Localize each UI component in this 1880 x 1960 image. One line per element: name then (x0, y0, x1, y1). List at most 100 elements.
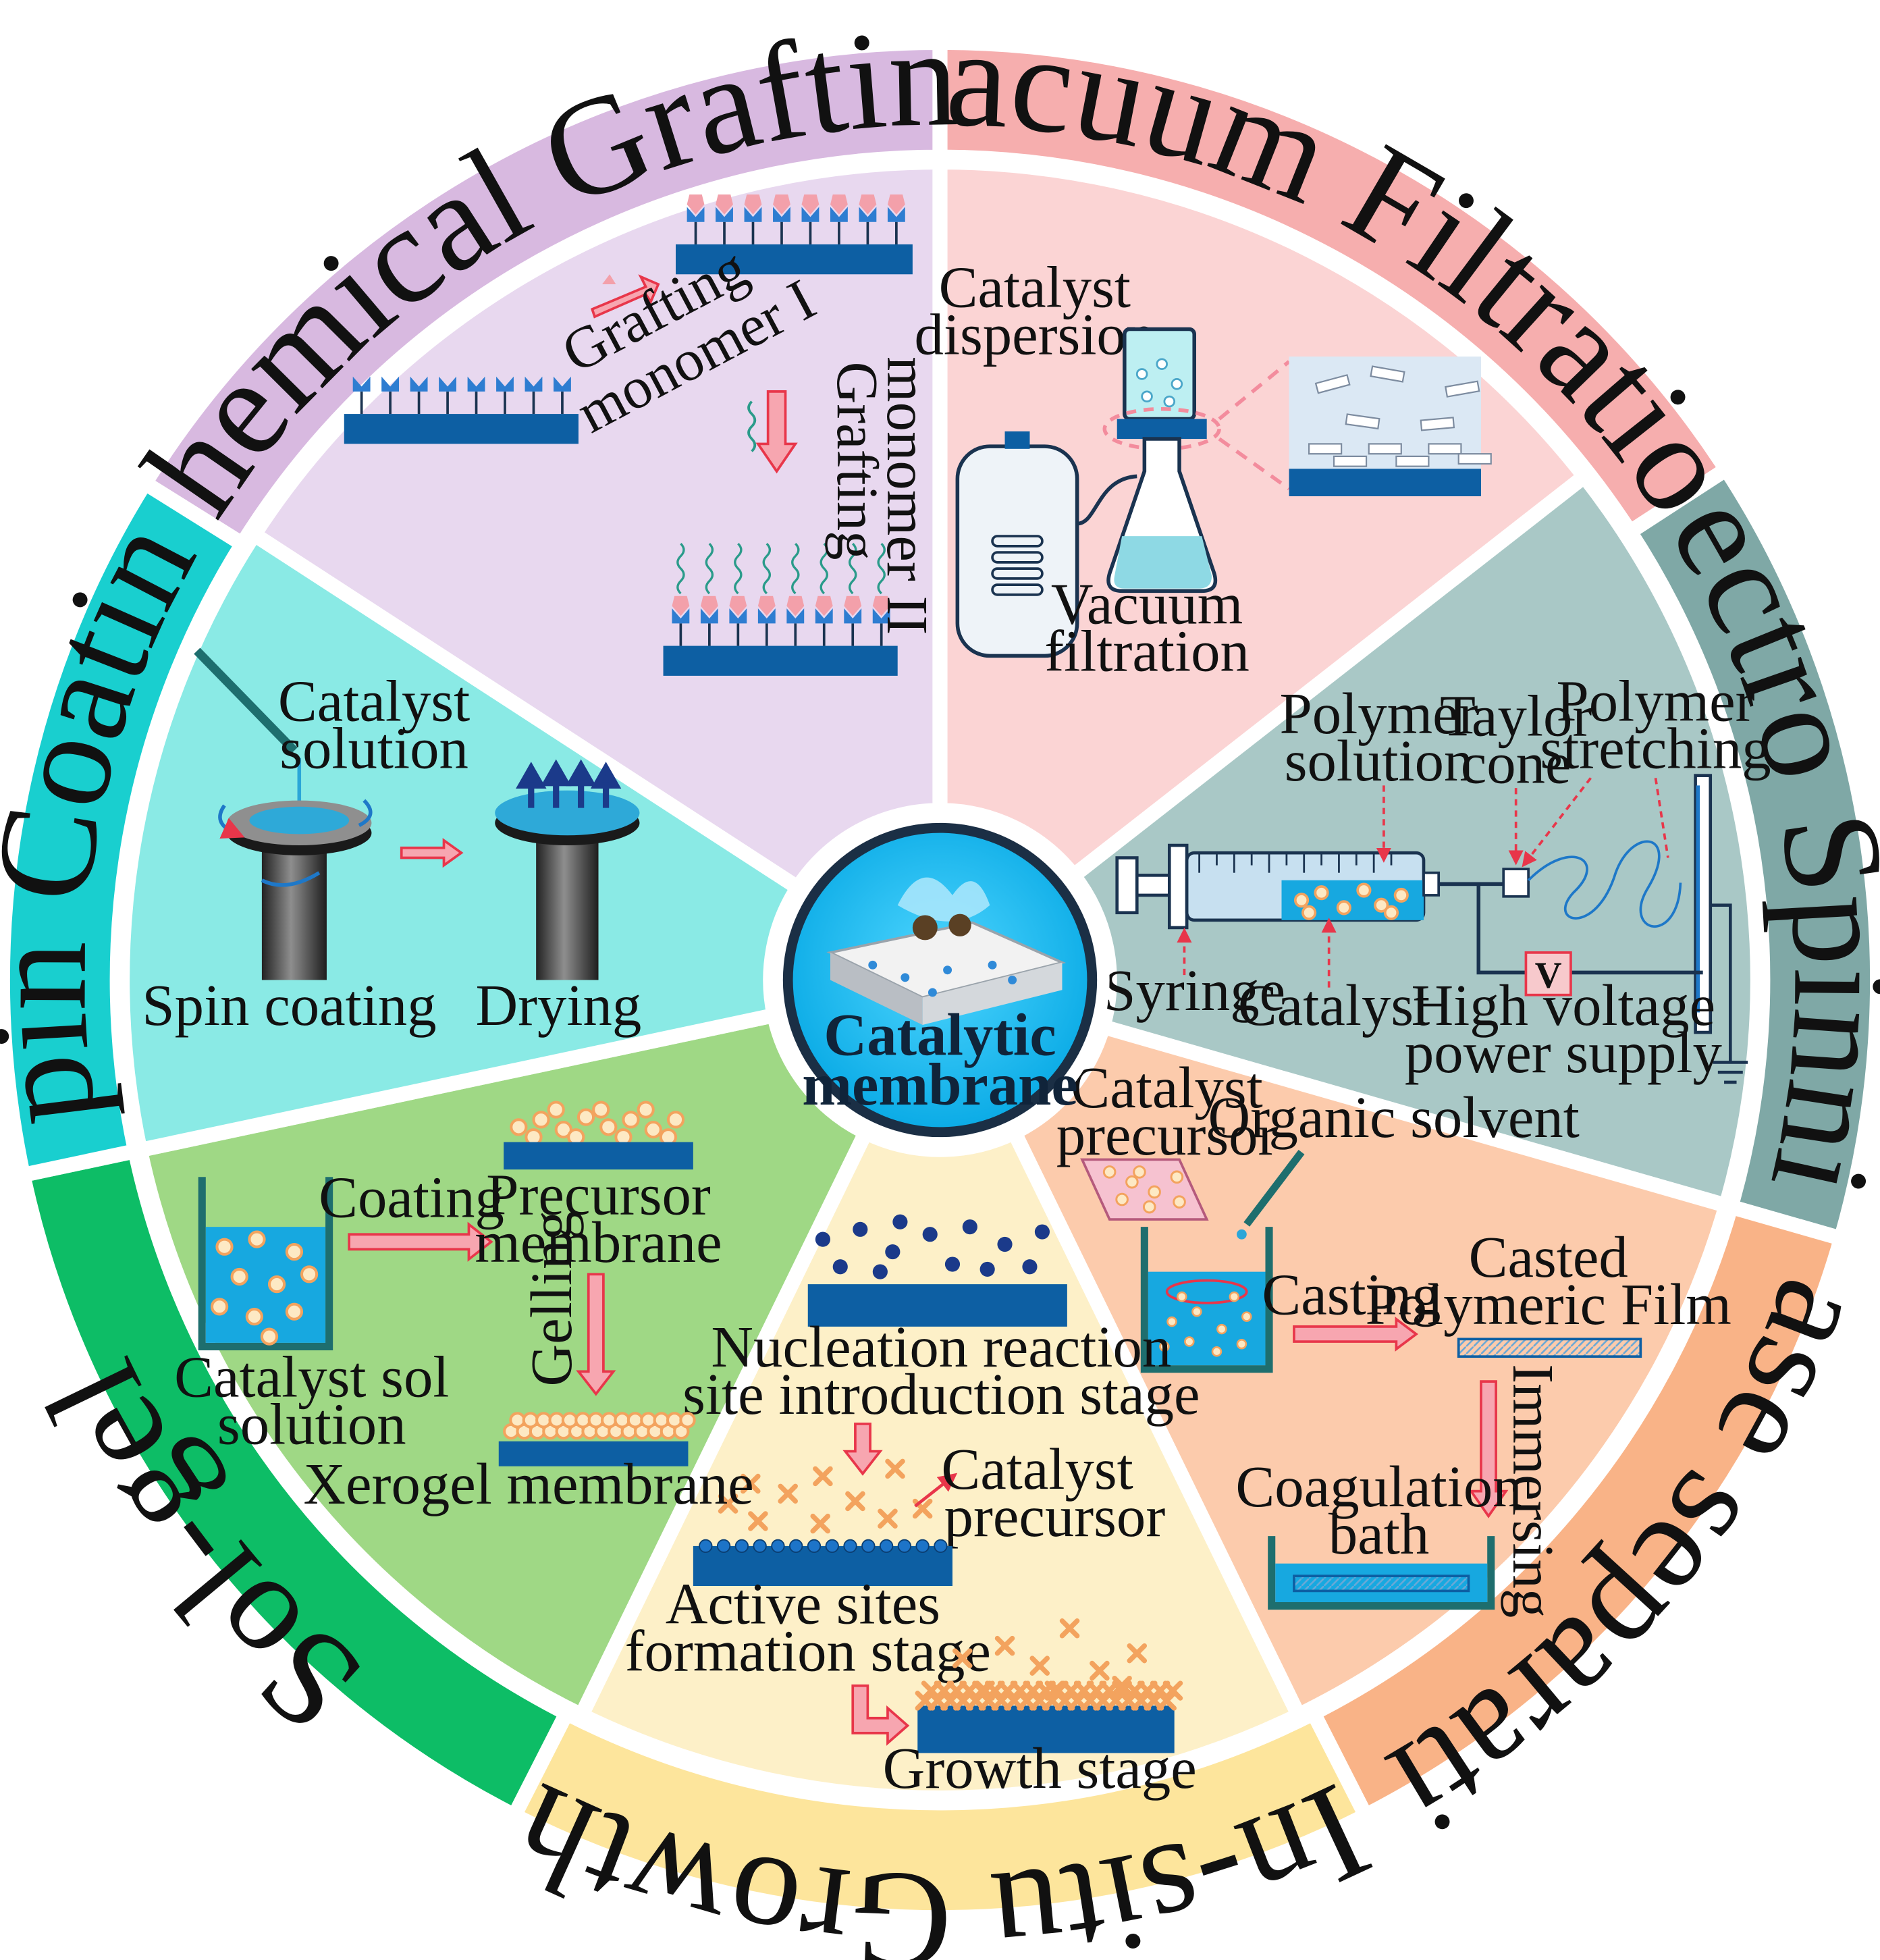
label-process-a: Vacuum (1051, 571, 1243, 636)
receptor-icon (410, 376, 428, 392)
sol-beaker-icon (198, 1177, 333, 1350)
label-hv-b: power supply (1405, 1020, 1723, 1085)
catalyst-flake-icon (1370, 365, 1405, 383)
solution-particle-icon (1241, 1311, 1252, 1322)
receptor-icon (773, 207, 790, 222)
xerogel-particles-icon (503, 1412, 696, 1440)
syringe-plunger-icon (1167, 843, 1189, 930)
spinning-substrate-icon (249, 806, 350, 835)
xerogel-particle-icon (614, 1412, 630, 1429)
catalyst-flake-icon (1345, 413, 1380, 430)
solution-particle-icon (1216, 1323, 1227, 1335)
monomer-ii-icon (676, 542, 685, 595)
catalyst-bead-icon (1336, 900, 1351, 916)
precursor-cross-icon (1090, 1660, 1110, 1681)
xerogel-particle-icon (574, 1412, 591, 1429)
monomer-i-icon (729, 595, 747, 616)
receptor-icon (757, 608, 776, 624)
monomer-ii-icon (848, 542, 857, 595)
precursor-cross-icon (718, 1493, 738, 1514)
nucleation-dot-icon (1022, 1259, 1038, 1275)
precursor-particle-icon (666, 1111, 685, 1129)
voltage-symbol: V (1535, 955, 1562, 996)
monomer-ii-icon (877, 542, 886, 595)
pointer-stretching-b (1654, 778, 1669, 858)
sol-gel-panel: Coating Precursor membrane Gelling Catal… (174, 1101, 754, 1516)
nucleation-dot-icon (997, 1236, 1013, 1252)
catalyst-flakes-icon (1308, 365, 1492, 467)
monomer-ii-icon (705, 542, 714, 595)
precursor-particle-icon (1173, 1195, 1186, 1209)
xerogel-particle-icon (666, 1412, 683, 1429)
receptor-icon (700, 608, 718, 624)
label-polymer-solution-a: Polymer (1279, 681, 1478, 746)
precursor-cross-icon (778, 1483, 798, 1504)
label-active-b: formation stage (625, 1619, 991, 1684)
monomer-i-icon (801, 194, 820, 215)
precursor-particle-icon (554, 1120, 572, 1139)
monomer-i-icon (830, 194, 848, 215)
label-solution-b: solution (279, 716, 468, 781)
label-solution-a: Catalyst (278, 668, 470, 733)
receptor-icon (439, 376, 456, 392)
receptor-icon (859, 207, 877, 222)
label-gelling: Gelling (519, 1211, 584, 1386)
solution-particle-icon (1184, 1336, 1195, 1347)
catalyst-bead-icon (1314, 885, 1329, 901)
monomer-i-icon (872, 595, 890, 616)
precursor-particle-icon (1142, 1200, 1156, 1214)
label-grafting-ii-a: Grafting (825, 362, 890, 560)
support-membrane-icon (807, 1284, 1067, 1327)
evaporation-arrows-icon (516, 759, 622, 808)
arrow-immersing-icon (1468, 1380, 1509, 1518)
label-growth: Growth stage (883, 1736, 1197, 1801)
precursor-particle-icon (644, 1120, 662, 1139)
nucleation-dot-icon (979, 1261, 995, 1277)
arrow-precursor-icon (914, 1473, 958, 1508)
receptor-icon (381, 376, 400, 392)
dispersion-bubbles-icon (1135, 358, 1183, 408)
label-casting: Casting (1262, 1262, 1441, 1327)
precursor-particles-icon (510, 1101, 685, 1146)
active-site-icon (843, 1539, 857, 1554)
catalyst-bead-icon (1383, 905, 1399, 920)
monomer-ii-icon (820, 542, 829, 595)
receptor-icon (672, 608, 690, 624)
xerogel-particle-icon (640, 1412, 657, 1429)
active-site-icon (825, 1539, 839, 1554)
monomer-i-icon (786, 595, 805, 616)
receptor-icon (716, 207, 733, 222)
sol-particles-icon (211, 1230, 319, 1346)
label-stretch-b: stretching (1540, 716, 1771, 781)
grown-membrane-icon (917, 1705, 1175, 1753)
precursor-cross-icon (1029, 1656, 1050, 1676)
precursor-particle-icon (532, 1111, 550, 1129)
stir-icon (1165, 1279, 1248, 1304)
receptor-icon (872, 608, 890, 624)
xerogel-particle-icon (653, 1412, 670, 1429)
monomer-ii-icon (762, 542, 772, 595)
center-title-line-1: Catalytic (824, 1002, 1056, 1068)
precursor-cross-icon (741, 1473, 761, 1494)
precursor-particle-icon (1102, 1165, 1117, 1179)
label-taylor-a: Taylor (1440, 684, 1592, 749)
solution-particle-icon (1236, 1338, 1247, 1350)
vacuum-hose-icon (1077, 474, 1137, 526)
catalyst-bead-icon (1356, 882, 1372, 898)
center-hub: Catalytic membrane (770, 810, 1110, 1150)
receptor-icon (887, 207, 905, 222)
active-site-icon (897, 1539, 912, 1554)
arrow-gelling-icon (576, 1273, 616, 1396)
label-nucleation-a: Nucleation reaction (711, 1315, 1171, 1379)
immersed-film-icon (1293, 1574, 1470, 1593)
label-ig-precursor-b: precursor (944, 1484, 1166, 1549)
active-site-icon (771, 1539, 785, 1554)
active-site-icon (934, 1539, 948, 1554)
arrow-stage-1-icon (842, 1423, 883, 1476)
monomer-ii-icon (791, 542, 800, 595)
beaker-particles-icon (1159, 1291, 1252, 1357)
label-ps-precursor-a: Catalyst (1071, 1055, 1262, 1120)
base-membrane-icon (344, 414, 579, 444)
label-ps-precursor-b: precursor (1056, 1103, 1278, 1167)
